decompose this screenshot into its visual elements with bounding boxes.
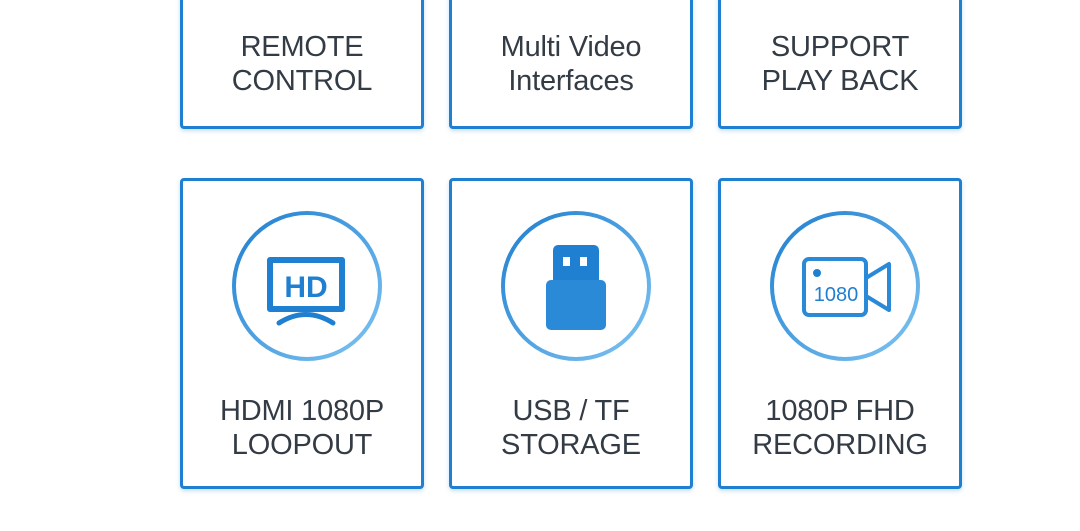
feature-label: HDMI 1080P LOOPOUT (219, 395, 384, 461)
feature-label: 1080P FHD RECORDING (752, 395, 928, 461)
video-camera-icon: 1080 (769, 210, 921, 362)
feature-label: REMOTE CONTROL (231, 31, 373, 97)
feature-card-playback: SUPPORT PLAY BACK (718, 0, 962, 129)
feature-card-usb-storage: USB / TF STORAGE (449, 178, 693, 489)
feature-card-fhd-recording: 1080 1080P FHD RECORDING (718, 178, 962, 489)
feature-card-hdmi-loopout: HD HDMI 1080P LOOPOUT (180, 178, 424, 489)
svg-text:1080: 1080 (814, 284, 859, 306)
feature-label: Multi Video Interfaces (500, 31, 642, 97)
svg-text:HD: HD (284, 271, 327, 304)
feature-label: USB / TF STORAGE (501, 395, 641, 461)
feature-card-remote-control: REMOTE CONTROL (180, 0, 424, 129)
feature-label: SUPPORT PLAY BACK (761, 31, 919, 97)
usb-drive-icon (500, 210, 652, 362)
feature-card-multi-video: Multi Video Interfaces (449, 0, 693, 129)
hd-monitor-icon: HD (231, 210, 383, 362)
